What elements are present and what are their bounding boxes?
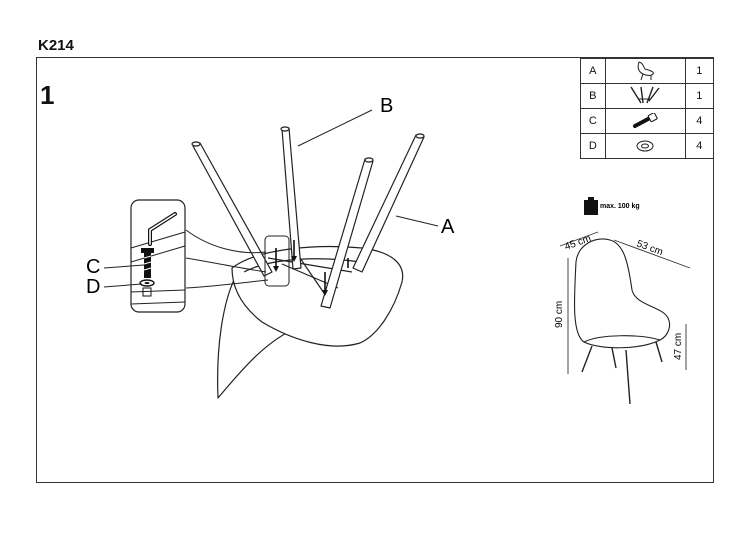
detail-bolt-icon — [144, 252, 151, 278]
parts-row-a: A 1 — [580, 58, 715, 84]
seat-shell-icon — [604, 58, 686, 84]
part-letter: C — [580, 108, 606, 134]
seat-height-dimension: 47 cm — [673, 333, 684, 360]
max-load-label: max. 100 kg — [600, 203, 640, 210]
callout-a: A — [441, 216, 455, 238]
part-quantity: 4 — [684, 133, 715, 159]
washer-icon — [604, 133, 686, 159]
bolt-icon — [604, 108, 686, 134]
instruction-frame — [36, 57, 714, 483]
dimension-leg-1 — [581, 345, 593, 373]
dimension-leg-4 — [611, 347, 617, 369]
weight-icon — [584, 197, 598, 215]
parts-row-b: B 1 — [580, 83, 715, 109]
part-quantity: 1 — [684, 83, 715, 109]
part-letter: B — [580, 83, 606, 109]
leg-4 — [352, 134, 425, 273]
step-number: 1 — [40, 80, 55, 110]
leg-1 — [192, 142, 273, 277]
leg-2 — [281, 127, 302, 270]
parts-row-c: C 4 — [580, 108, 715, 134]
leg-frame-icon — [604, 83, 686, 109]
height-dimension: 90 cm — [554, 301, 565, 328]
parts-table: A 1 B 1 C 4 D — [580, 58, 715, 159]
callout-d: D — [86, 276, 100, 298]
part-quantity: 4 — [684, 108, 715, 134]
part-letter: D — [580, 133, 606, 159]
part-letter: A — [580, 58, 606, 84]
dimension-leg-3 — [655, 341, 663, 363]
parts-row-d: D 4 — [580, 133, 715, 159]
model-title: K214 — [38, 37, 74, 54]
dimension-leg-2 — [625, 349, 631, 405]
callout-b: B — [380, 95, 393, 117]
part-quantity: 1 — [684, 58, 715, 84]
callout-c: C — [86, 256, 100, 278]
dimension-chair-back — [573, 238, 671, 349]
detail-magnifier — [130, 199, 186, 313]
width-dimension: 53 cm — [635, 238, 664, 258]
